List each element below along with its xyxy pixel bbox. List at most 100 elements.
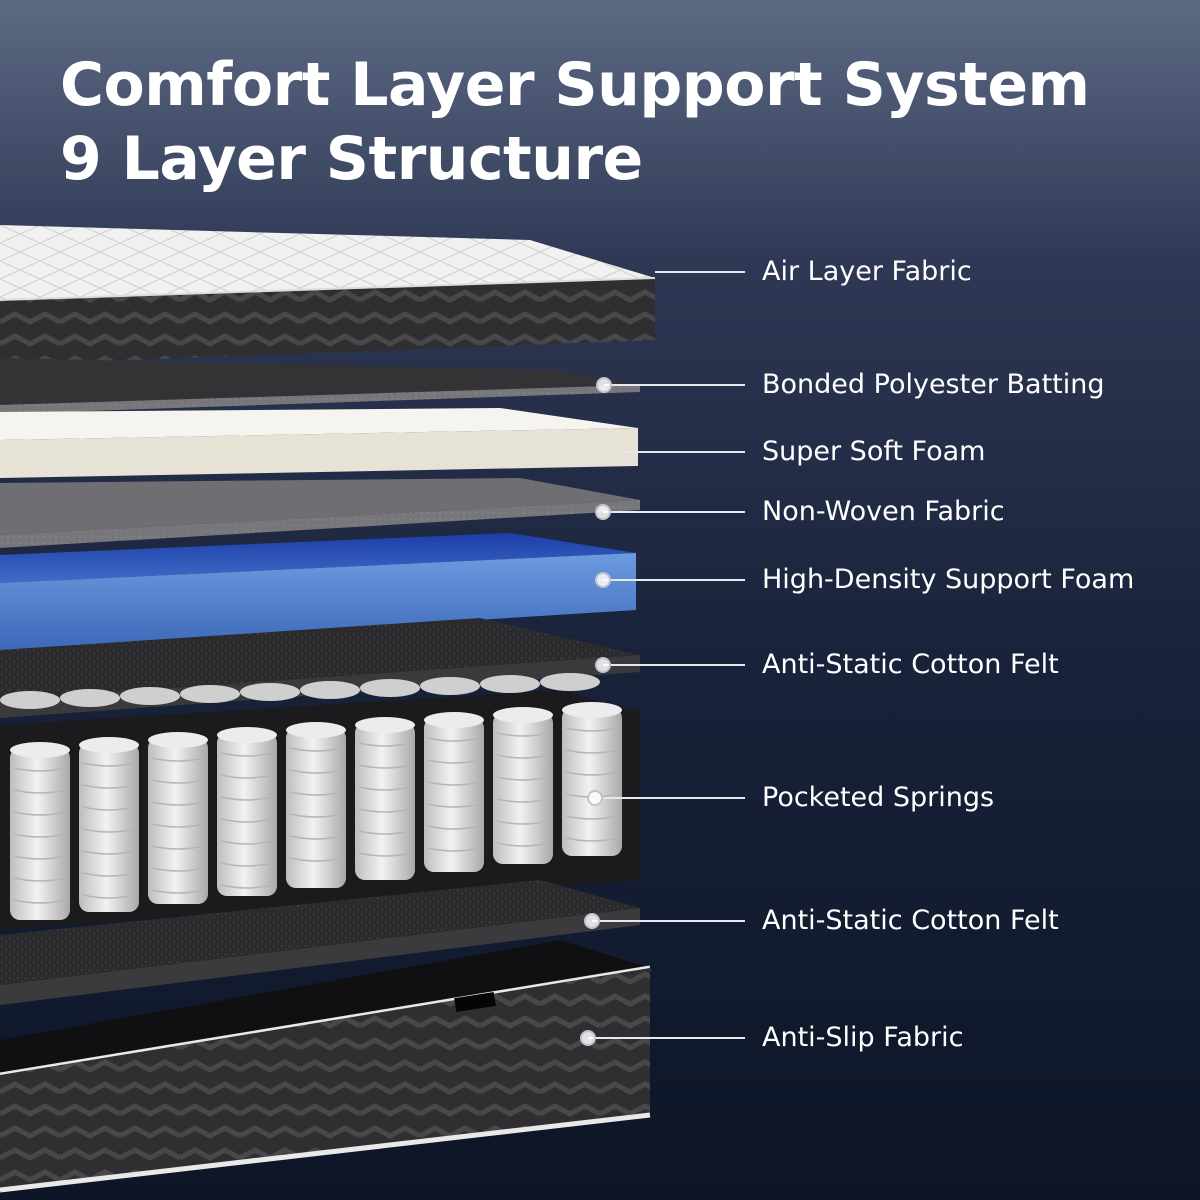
- spring-coil-ridge: [13, 767, 67, 772]
- spring-pocket: [79, 743, 139, 912]
- layer-super-soft-foam: [0, 408, 638, 478]
- spring-coil-ridge: [358, 808, 412, 813]
- spring-coil-ridge: [151, 757, 205, 762]
- title-line-1: Comfort Layer Support System: [60, 50, 1090, 120]
- label-super-soft-foam: Super Soft Foam: [762, 436, 986, 467]
- spring-back-top: [120, 687, 180, 705]
- leader-dot-marker: [595, 504, 611, 520]
- spring-coil-ridge: [565, 771, 619, 776]
- spring-coil-ridge: [289, 857, 343, 862]
- spring-pocket-top: [562, 702, 622, 718]
- spring-back-top: [420, 677, 480, 695]
- spring-coil-ridge: [82, 872, 136, 877]
- spring-coil-ridge: [151, 867, 205, 872]
- spring-coil-ridge: [427, 847, 481, 852]
- spring-pocket: [148, 738, 208, 904]
- spring-coil-ridge: [358, 764, 412, 769]
- label-non-woven-fabric: Non-Woven Fabric: [762, 496, 1005, 527]
- label-anti-static-cotton-felt-top: Anti-Static Cotton Felt: [762, 649, 1059, 680]
- spring-back-top: [540, 673, 600, 691]
- spring-coil-ridge: [82, 850, 136, 855]
- spring-coil-ridge: [565, 727, 619, 732]
- spring-pocket-top: [217, 727, 277, 743]
- spring-back-top: [360, 679, 420, 697]
- leader-dot-marker: [584, 913, 600, 929]
- spring-pocket-top: [493, 707, 553, 723]
- spring-coil-ridge: [82, 828, 136, 833]
- spring-coil-ridge: [151, 779, 205, 784]
- label-high-density-support-foam: High-Density Support Foam: [762, 564, 1135, 595]
- spring-pocket: [10, 748, 70, 920]
- spring-coil-ridge: [220, 796, 274, 801]
- spring-coil-ridge: [151, 823, 205, 828]
- spring-coil-ridge: [358, 830, 412, 835]
- spring-coil-ridge: [565, 815, 619, 820]
- spring-coil-ridge: [427, 803, 481, 808]
- layer-non-woven-fabric: [0, 478, 640, 548]
- title-line-2: 9 Layer Structure: [60, 124, 643, 194]
- spring-coil-ridge: [358, 742, 412, 747]
- spring-coil-ridge: [220, 752, 274, 757]
- spring-pocket-top: [424, 712, 484, 728]
- spring-coil-ridge: [565, 837, 619, 842]
- spring-coil-ridge: [220, 840, 274, 845]
- spring-coil-ridge: [220, 774, 274, 779]
- spring-coil-ridge: [289, 769, 343, 774]
- layer-high-density-support-foam: [0, 533, 636, 650]
- spring-coil-ridge: [13, 789, 67, 794]
- spring-pocket: [355, 723, 415, 880]
- layer-bonded-polyester-batting: [0, 358, 640, 414]
- spring-coil-ridge: [496, 842, 550, 847]
- spring-back-top: [480, 675, 540, 693]
- spring-back-top: [300, 681, 360, 699]
- leader-lines: [580, 271, 745, 1046]
- spring-coil-ridge: [13, 855, 67, 860]
- layer-air-layer-fabric: [0, 225, 656, 365]
- spring-coil-ridge: [289, 835, 343, 840]
- layer-anti-slip-fabric: [0, 940, 651, 1193]
- spring-back-top: [0, 691, 60, 709]
- spring-coil-ridge: [427, 781, 481, 786]
- spring-coil-ridge: [13, 877, 67, 882]
- spring-coil-ridge: [82, 894, 136, 899]
- spring-coil-ridge: [358, 786, 412, 791]
- spring-back-top: [240, 683, 300, 701]
- spring-coil-ridge: [565, 749, 619, 754]
- spring-coil-ridge: [427, 825, 481, 830]
- leader-dot-marker: [587, 790, 603, 806]
- spring-coil-ridge: [427, 759, 481, 764]
- spring-coil-ridge: [496, 820, 550, 825]
- spring-coil-ridge: [220, 862, 274, 867]
- spring-back-top: [180, 685, 240, 703]
- spring-coil-ridge: [82, 784, 136, 789]
- spring-coil-ridge: [496, 754, 550, 759]
- spring-coil-ridge: [220, 818, 274, 823]
- spring-pocket-top: [286, 722, 346, 738]
- leader-dot-marker: [580, 1030, 596, 1046]
- layer-pocketed-springs: [0, 673, 640, 930]
- leader-dot-marker: [596, 377, 612, 393]
- spring-coil-group: [0, 673, 622, 920]
- spring-pocket: [286, 728, 346, 888]
- spring-coil-ridge: [151, 889, 205, 894]
- label-pocketed-springs: Pocketed Springs: [762, 782, 995, 813]
- spring-coil-ridge: [82, 806, 136, 811]
- leader-dot-marker: [595, 657, 611, 673]
- spring-pocket-top: [148, 732, 208, 748]
- spring-pocket: [562, 708, 622, 856]
- spring-coil-ridge: [13, 899, 67, 904]
- spring-pocket: [493, 713, 553, 864]
- spring-back-top: [60, 689, 120, 707]
- spring-pocket-top: [79, 737, 139, 753]
- spring-coil-ridge: [82, 762, 136, 767]
- label-anti-static-cotton-felt-bottom: Anti-Static Cotton Felt: [762, 905, 1059, 936]
- spring-coil-ridge: [496, 798, 550, 803]
- spring-coil-ridge: [358, 852, 412, 857]
- layer-anti-static-cotton-felt-bottom: [0, 880, 640, 1005]
- spring-coil-ridge: [427, 737, 481, 742]
- spring-pocket-top: [10, 742, 70, 758]
- label-bonded-polyester-batting: Bonded Polyester Batting: [762, 369, 1105, 400]
- spring-coil-ridge: [13, 833, 67, 838]
- label-anti-slip-fabric: Anti-Slip Fabric: [762, 1022, 964, 1053]
